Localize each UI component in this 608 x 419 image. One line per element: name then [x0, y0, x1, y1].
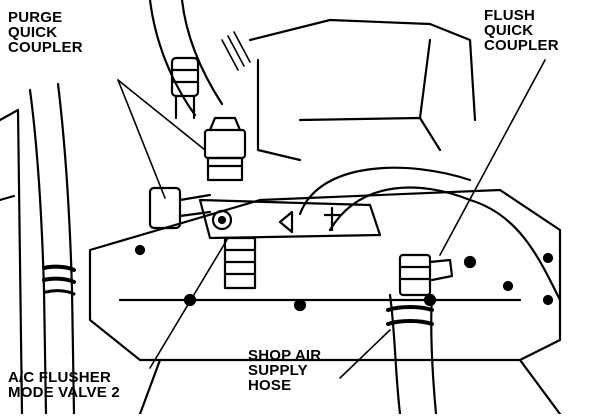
purge-line-3: COUPLER: [8, 39, 83, 56]
valve-line-2: MODE VALVE 2: [8, 384, 120, 401]
flush-line-3: COUPLER: [484, 37, 559, 54]
label-purge-quick-coupler: PURGE QUICK COUPLER: [8, 10, 83, 55]
purge-leader: [117, 79, 206, 151]
left-frame-edge: [0, 108, 24, 416]
flush-coupler-assembly: [398, 253, 454, 297]
flush-line-2: QUICK: [484, 22, 534, 39]
shop-air-line-3: HOSE: [248, 377, 292, 394]
leader-lines: [117, 59, 546, 379]
label-flush-quick-coupler: FLUSH QUICK COUPLER: [484, 8, 559, 53]
top-fitting: [170, 56, 200, 120]
purge-coupler-assembly: [148, 116, 247, 230]
shop-air-line-2: SUPPLY: [248, 362, 308, 379]
upper-bracket-panel: [248, 18, 477, 162]
top-hose: [148, 0, 251, 117]
shop-air-line-1: SHOP AIR: [248, 347, 322, 364]
purge-leader-2: [117, 79, 166, 199]
flush-leader: [439, 59, 546, 256]
label-ac-flusher-mode-valve: A/C FLUSHER MODE VALVE 2: [8, 370, 120, 400]
label-shop-air-supply-hose: SHOP AIR SUPPLY HOSE: [248, 348, 321, 393]
mode-valve-lever: [198, 198, 382, 290]
shop-air-hose: [386, 293, 438, 416]
valve-leader: [149, 237, 229, 369]
valve-line-1: A/C FLUSHER: [8, 369, 112, 386]
purge-line-2: QUICK: [8, 24, 58, 41]
flush-line-1: FLUSH: [484, 7, 535, 24]
shop-air-leader: [339, 329, 391, 379]
base-plate: [88, 188, 562, 416]
purge-line-1: PURGE: [8, 9, 63, 26]
left-vertical-hose: [28, 82, 76, 416]
